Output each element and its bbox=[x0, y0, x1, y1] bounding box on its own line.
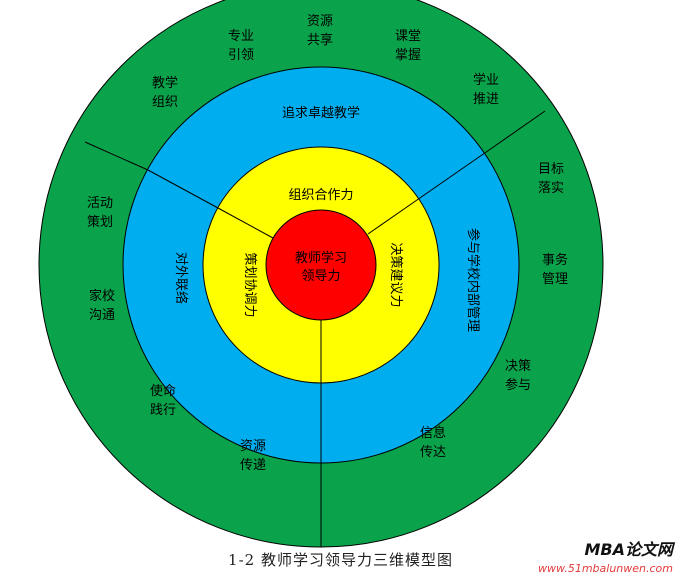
green-label-3-line1: 学业 bbox=[473, 72, 499, 88]
divider-left-outer bbox=[84, 141, 149, 171]
core-label-line2: 领导力 bbox=[301, 269, 340, 284]
figure-caption: 1-2 教师学习领导力三维模型图 bbox=[228, 551, 453, 569]
yellow-label-left: 策划协调力 bbox=[242, 252, 258, 317]
divider-left-inner bbox=[217, 207, 274, 239]
watermark-brand: MBA论文网 bbox=[584, 540, 673, 559]
green-label-1-line1: 资源 bbox=[307, 14, 333, 29]
green-label-4-line2: 组织 bbox=[152, 95, 178, 110]
green-label-3-line2: 推进 bbox=[473, 92, 499, 107]
green-label-8-line2: 沟通 bbox=[89, 308, 115, 323]
green-label-5-line2: 落实 bbox=[538, 181, 564, 196]
green-label-0-line2: 引领 bbox=[228, 48, 254, 63]
divider-right-mid bbox=[403, 147, 493, 210]
green-label-6-line1: 事务 bbox=[542, 252, 568, 268]
green-label-1-line2: 共享 bbox=[307, 32, 333, 48]
watermark-url: www.51mbalunwen.com bbox=[538, 562, 673, 575]
green-label-7-line1: 活动 bbox=[87, 196, 113, 211]
yellow-label-top: 组织合作力 bbox=[288, 188, 353, 203]
blue-label-right: 参与学校内部管理 bbox=[465, 228, 481, 332]
divider-right-outer bbox=[491, 110, 546, 149]
green-label-9-line2: 参与 bbox=[505, 377, 531, 393]
green-label-7-line2: 策划 bbox=[87, 214, 113, 230]
divider-left-mid bbox=[147, 169, 219, 209]
green-label-4-line1: 教学 bbox=[152, 75, 178, 91]
green-label-8-line1: 家校 bbox=[89, 288, 115, 304]
green-label-11-line2: 传达 bbox=[420, 445, 446, 460]
green-label-10-line1: 使命 bbox=[150, 383, 176, 399]
green-label-9-line1: 决策 bbox=[505, 358, 531, 374]
green-label-6-line2: 管理 bbox=[542, 272, 568, 287]
divider-right-inner bbox=[367, 208, 405, 235]
green-label-2-line1: 课堂 bbox=[395, 29, 421, 44]
blue-label-left: 对外联络 bbox=[173, 252, 189, 304]
blue-label-top: 追求卓越教学 bbox=[282, 105, 360, 121]
green-label-12-line2: 传递 bbox=[240, 458, 266, 473]
core-label-line1: 教师学习 bbox=[295, 250, 347, 266]
green-label-2-line2: 掌握 bbox=[395, 48, 421, 63]
green-label-5-line1: 目标 bbox=[538, 162, 564, 177]
green-label-10-line2: 践行 bbox=[150, 403, 176, 418]
yellow-label-right: 决策建议力 bbox=[388, 242, 404, 307]
green-label-11-line1: 信息 bbox=[420, 425, 446, 441]
green-label-0-line1: 专业 bbox=[228, 29, 254, 44]
green-label-12-line1: 资源 bbox=[240, 439, 266, 454]
